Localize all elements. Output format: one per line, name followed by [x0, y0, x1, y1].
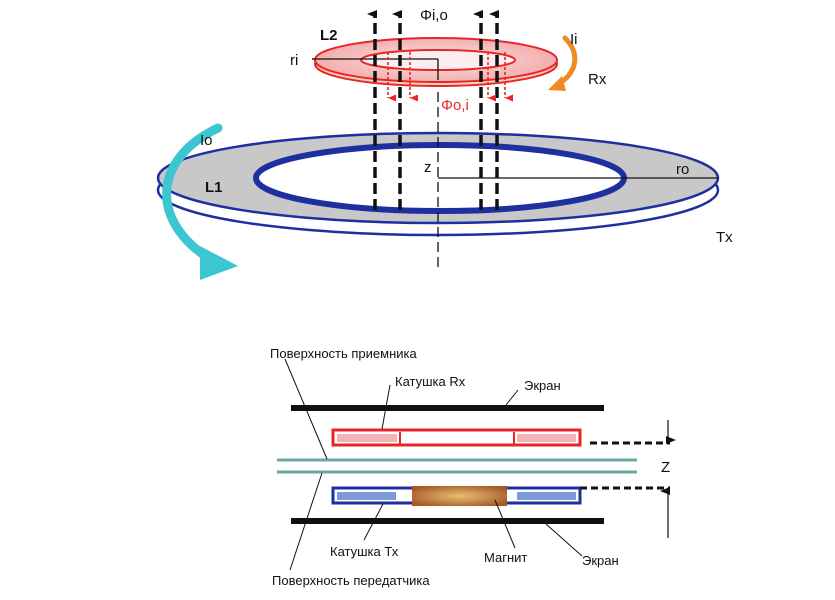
magnet-label: Магнит	[484, 550, 527, 565]
shield-top	[291, 405, 604, 411]
flux-oi-label: Φo,i	[441, 97, 469, 114]
current-outer-arrow-icon	[162, 123, 223, 267]
leader-lines	[284, 358, 583, 571]
z-axis-label: z	[424, 159, 432, 176]
radius-outer-label: ro	[676, 161, 689, 178]
transmitter-label: Tx	[716, 229, 733, 246]
shield-top-label: Экран	[524, 378, 561, 393]
leader-line	[289, 472, 323, 571]
rx-coil-label: Катушка Rx	[395, 374, 466, 389]
shield-bottom-label: Экран	[582, 553, 619, 568]
current-outer-label: Io	[200, 132, 213, 149]
leader-line	[284, 358, 328, 460]
leader-line	[545, 523, 583, 557]
flux-arrows-io	[367, 10, 499, 210]
rx-coil-winding	[517, 434, 576, 442]
receiver-surface-label: Поверхность приемника	[270, 346, 418, 361]
tx-coil-winding	[517, 492, 576, 500]
receiver-label: Rx	[588, 71, 607, 88]
tx-coil-winding	[337, 492, 396, 500]
leader-line	[381, 384, 391, 430]
tx-coil-label: Катушка Тх	[330, 544, 399, 559]
leader-line	[494, 499, 516, 549]
coil-l1-label: L1	[205, 179, 223, 196]
flux-io-label: Φi,o	[420, 7, 448, 24]
rx-coil-winding	[337, 434, 397, 442]
current-outer-arrowhead	[200, 246, 238, 280]
leader-line	[505, 389, 519, 406]
gap-label: Z	[661, 459, 670, 476]
coil-l2-label: L2	[320, 27, 338, 44]
transmitter-surface-label: Поверхность передатчика	[272, 573, 430, 588]
magnet	[412, 486, 507, 506]
bottom-diagram: Z Поверхность приемника Катушка Rx Экран…	[270, 346, 676, 588]
current-inner-arrowhead	[548, 76, 566, 91]
shield-bottom	[291, 518, 604, 524]
radius-inner-label: ri	[290, 52, 298, 69]
leader-line	[363, 503, 384, 541]
top-diagram: Φi,o Φo,i L2 L1 ri ro Ii Io Rx Tx z	[156, 7, 733, 280]
current-inner-label: Ii	[570, 31, 578, 48]
flux-arrows-oi	[387, 52, 513, 102]
